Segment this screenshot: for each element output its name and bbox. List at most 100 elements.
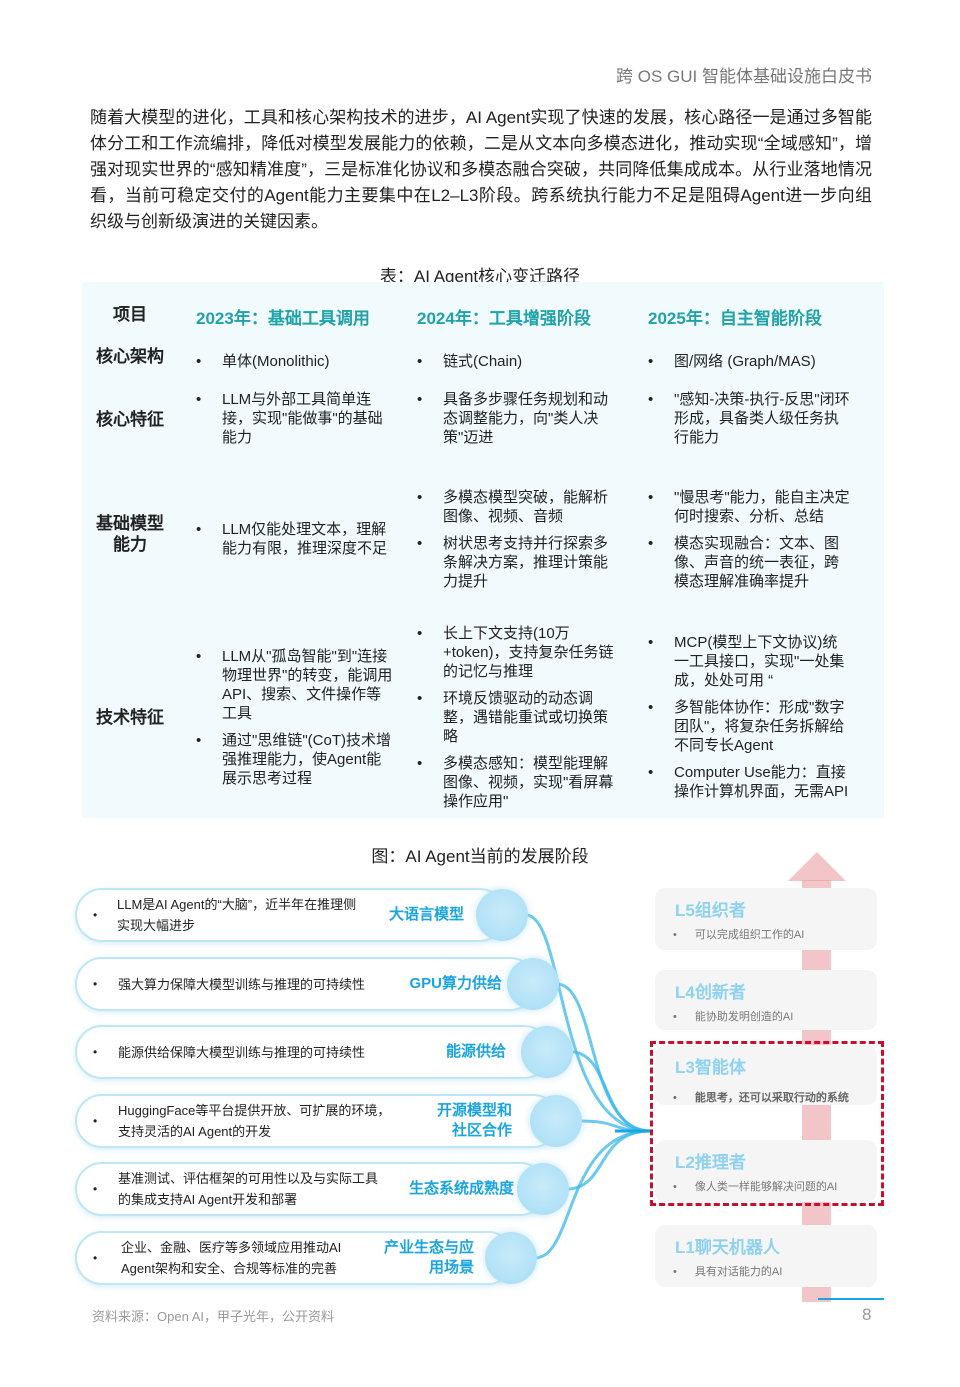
level-title: L2推理者	[675, 1153, 746, 1172]
table-header-3: 2025年：自主智能阶段	[648, 309, 822, 328]
table-header-1: 2023年：基础工具调用	[196, 309, 370, 328]
driver-description: 基准测试、评估框架的可用性以及与实际工具的集成支持AI Agent开发和部署	[118, 1171, 379, 1207]
level-description: •具有对话能力的AI	[673, 1266, 783, 1278]
table-cell: 单体(Monolithic)	[196, 346, 396, 376]
cell-bullet: LLM仅能处理文本，理解能力有限，推理深度不足	[196, 520, 396, 558]
cell-bullet: LLM与外部工具简单连接，实现"能做事"的基础能力	[196, 390, 396, 447]
level-description: •像人类一样能够解决问题的AI	[673, 1181, 838, 1193]
row-label: 核心架构	[96, 347, 164, 366]
row-label: 基础模型能力	[96, 514, 164, 554]
bullet: •	[93, 1182, 98, 1196]
intro-paragraph: 随着大模型的进化，工具和核心架构技术的进步，AI Agent实现了快速的发展，核…	[90, 108, 872, 231]
cell-bullet: 单体(Monolithic)	[196, 352, 330, 371]
table-cell: 图/网络 (Graph/MAS)	[648, 346, 852, 376]
driver-node	[517, 1163, 569, 1215]
level-card: L2推理者 •像人类一样能够解决问题的AI	[655, 1140, 877, 1202]
bullet: •	[93, 977, 98, 991]
table-cell: "感知-决策-执行-反思"闭环形成，具备类人级任务执行能力	[648, 390, 852, 470]
cell-bullet: "慢思考"能力，能自主决定何时搜索、分析、总结	[648, 488, 852, 526]
page-number: 8	[862, 1305, 872, 1324]
table-cell: LLM从"孤岛智能"到"连接物理世界"的转变，能调用API、搜索、文件操作等工具…	[196, 618, 396, 816]
cell-bullet: 多智能体协作：形成"数字团队"，将复杂任务拆解给不同专长Agent	[648, 698, 852, 755]
driver-title: 大语言模型	[388, 906, 464, 923]
driver-description: 企业、金融、医疗等多领域应用推动AI Agent架构和安全、合规等标准的完善	[121, 1240, 342, 1276]
level-description-text: 具有对话能力的AI	[694, 1266, 783, 1278]
connector-curve	[566, 1129, 651, 1191]
level-card: L4创新者 •能协助发明创造的AI	[655, 970, 877, 1030]
document-title: 跨 OS GUI 智能体基础设施白皮书	[616, 67, 872, 86]
level-description: •能思考，还可以采取行动的系统	[673, 1092, 849, 1104]
table-caption: 表：AI Agent核心变迁路径	[379, 267, 581, 286]
bullet: •	[93, 1251, 98, 1265]
source-note: 资料来源：Open AI，甲子光年，公开资料	[92, 1309, 334, 1324]
driver-description: 强大算力保障大模型训练与推理的可持续性	[118, 976, 366, 992]
table-header-0: 项目	[113, 305, 147, 324]
driver-node	[476, 889, 528, 941]
bullet: •	[93, 1045, 98, 1059]
driver-title: 能源供给	[445, 1043, 506, 1060]
cell-bullet: 多模态模型突破，能解析图像、视频、音频	[417, 488, 617, 526]
table-cell: MCP(模型上下文协议)统一工具接口，实现"一处集成，处处可用 “ 多智能体协作：…	[648, 618, 852, 816]
cell-bullet: 模态实现融合：文本、图像、声音的统一表征，跨模态理解准确率提升	[648, 534, 852, 591]
driver-title: 产业生态与应用场景	[383, 1239, 474, 1276]
driver-pill: •	[75, 1025, 551, 1079]
row-label: 核心特征	[96, 410, 164, 429]
arrow-up-icon	[788, 852, 846, 881]
current-stage-highlight	[650, 1041, 884, 1206]
figure-caption: 图：AI Agent当前的发展阶段	[371, 847, 589, 866]
cell-bullet: 树状思考支持并行探索多条解决方案，推理计策能力提升	[417, 534, 617, 591]
cell-bullet: Computer Use能力：直接操作计算机界面，无需API	[648, 763, 852, 801]
driver-node	[530, 1095, 582, 1147]
cell-bullet: 具备多步骤任务规划和动态调整能力，向"类人决策"迈进	[417, 390, 617, 447]
level-description: •可以完成组织工作的AI	[673, 929, 805, 941]
level-description-text: 像人类一样能够解决问题的AI	[694, 1181, 838, 1193]
bullet: •	[93, 1114, 98, 1128]
level-card: L1聊天机器人 •具有对话能力的AI	[655, 1225, 877, 1287]
driver-description: LLM是AI Agent的“大脑”，近半年在推理侧实现大幅进步	[117, 897, 357, 933]
driver-pill: •	[75, 957, 537, 1011]
table-cell: 具备多步骤任务规划和动态调整能力，向"类人决策"迈进	[417, 390, 617, 470]
driver-node	[521, 1026, 573, 1078]
driver-pill: •	[75, 1162, 547, 1216]
driver-pill: •	[75, 888, 506, 942]
cell-bullet: 多模态感知：模型能理解图像、视频，实现"看屏幕操作应用"	[417, 754, 617, 811]
table-cell: LLM与外部工具简单连接，实现"能做事"的基础能力	[196, 390, 396, 470]
level-card: L3智能体 •能思考，还可以采取行动的系统	[655, 1045, 877, 1105]
level-title: L3智能体	[675, 1058, 746, 1077]
connector-curve	[525, 913, 651, 1133]
cell-bullet: 环境反馈驱动的动态调整，遇错能重试或切换策略	[417, 689, 617, 746]
level-title: L5组织者	[675, 901, 746, 920]
cell-bullet: 长上下文支持(10万+token)，支持复杂任务链的记忆与推理	[417, 624, 617, 681]
driver-description: 能源供给保障大模型训练与推理的可持续性	[118, 1044, 366, 1060]
level-title: L1聊天机器人	[675, 1238, 780, 1257]
level-description-text: 可以完成组织工作的AI	[694, 929, 805, 941]
cell-bullet: "感知-决策-执行-反思"闭环形成，具备类人级任务执行能力	[648, 390, 852, 447]
table-cell: 链式(Chain)	[417, 346, 617, 376]
driver-pill: •	[75, 1231, 515, 1285]
driver-title: 开源模型和社区合作	[436, 1102, 512, 1139]
driver-description: HuggingFace等平台提供开放、可扩展的环境，支持灵活的AI Agent的…	[118, 1103, 391, 1139]
level-description-text: 能思考，还可以采取行动的系统	[694, 1092, 849, 1104]
driver-node	[507, 958, 559, 1010]
row-label: 技术特征	[96, 708, 164, 727]
connector-curve	[570, 1050, 651, 1133]
table-cell: 多模态模型突破，能解析图像、视频、音频树状思考支持并行探索多条解决方案，推理计策…	[417, 478, 617, 600]
cell-bullet: MCP(模型上下文协议)统一工具接口，实现"一处集成，处处可用 “	[648, 633, 852, 690]
level-description: •能协助发明创造的AI	[673, 1011, 794, 1023]
driver-title: 生态系统成熟度	[408, 1180, 514, 1197]
table-cell: 长上下文支持(10万+token)，支持复杂任务链的记忆与推理环境反馈驱动的动态…	[417, 618, 617, 816]
driver-node	[485, 1232, 537, 1284]
cell-bullet: 通过"思维链"(CoT)技术增强推理能力，使Agent能展示思考过程	[196, 731, 396, 788]
bullet: •	[93, 908, 98, 922]
level-card: L5组织者 •可以完成组织工作的AI	[655, 888, 877, 950]
level-title: L4创新者	[675, 983, 746, 1002]
level-description-text: 能协助发明创造的AI	[694, 1011, 794, 1023]
driver-title: GPU算力供给	[409, 975, 502, 992]
connector-curve	[534, 1129, 651, 1260]
cell-bullet: 链式(Chain)	[417, 352, 522, 371]
table-header-2: 2024年：工具增强阶段	[417, 309, 591, 328]
cell-bullet: LLM从"孤岛智能"到"连接物理世界"的转变，能调用API、搜索、文件操作等工具	[196, 647, 396, 723]
divider	[818, 1298, 884, 1300]
table-cell: LLM仅能处理文本，理解能力有限，推理深度不足	[196, 478, 396, 600]
